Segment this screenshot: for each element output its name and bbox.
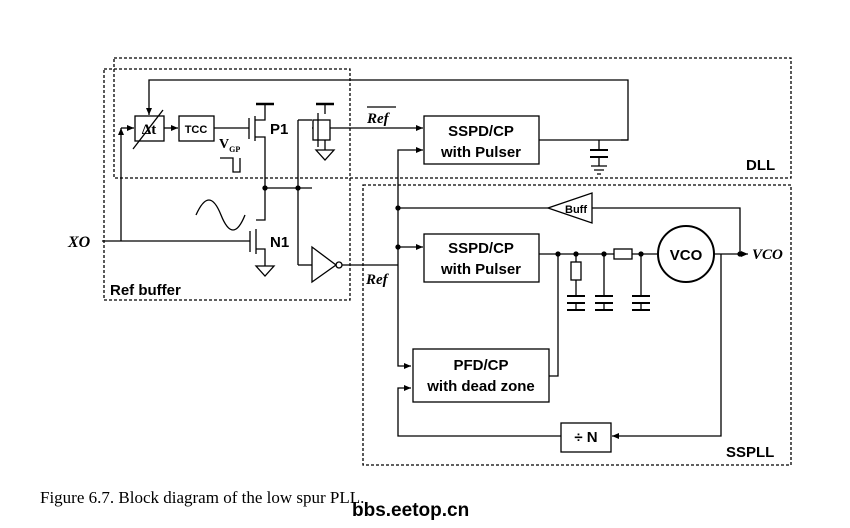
figure-caption: Figure 6.7. Block diagram of the low spu… [40, 488, 365, 507]
dll-region [113, 57, 792, 179]
ref-bar-label: Ref [366, 111, 391, 127]
loop-filter-resistor-vertical [570, 261, 582, 281]
n1-ground-icon [254, 265, 276, 277]
vgp-label: VGP [219, 137, 240, 154]
ref-buffer-region-label: Ref buffer [110, 282, 181, 299]
pfd-label-1: PFD/CP [453, 357, 508, 374]
sspd-top-label-1: SSPD/CP [448, 123, 514, 140]
vgp-pulse-icon [220, 157, 241, 173]
sine-wave-icon [195, 199, 246, 231]
ref-buffer-region [103, 68, 351, 301]
sspd-mid-label-1: SSPD/CP [448, 240, 514, 257]
vgp-main: V [219, 137, 229, 152]
buff-label: Buff [565, 204, 587, 216]
vco-label: VCO [670, 247, 703, 264]
p1-label: P1 [270, 121, 288, 138]
sspd-mid-label-2: with Pulser [440, 261, 521, 278]
dll-cap-ground-icon [591, 165, 607, 175]
xo-label: XO [67, 234, 91, 251]
vco-output-label: VCO [752, 247, 783, 263]
divider-block [560, 422, 612, 453]
variable-delay-arrow [132, 109, 164, 150]
dll-region-label: DLL [746, 157, 775, 174]
divider-label: ÷ N [574, 429, 597, 446]
sspd-cp-mid-block [423, 233, 540, 283]
top-switch-ground-icon [314, 149, 336, 161]
top-switch [312, 119, 331, 141]
delay-label: Δt [142, 122, 156, 138]
sspd-top-label-2: with Pulser [440, 144, 521, 161]
sspll-region [362, 184, 792, 466]
vgp-sub: GP [229, 145, 240, 154]
sspll-region-label: SSPLL [726, 444, 774, 461]
tcc-label: TCC [185, 124, 208, 136]
n1-label: N1 [270, 234, 289, 251]
watermark: bbs.eetop.cn [352, 500, 470, 521]
pfd-label-2: with dead zone [426, 378, 535, 395]
ref-label: Ref [365, 272, 390, 288]
ref-inverter [311, 245, 338, 284]
loop-filter-resistor-series [613, 248, 633, 260]
